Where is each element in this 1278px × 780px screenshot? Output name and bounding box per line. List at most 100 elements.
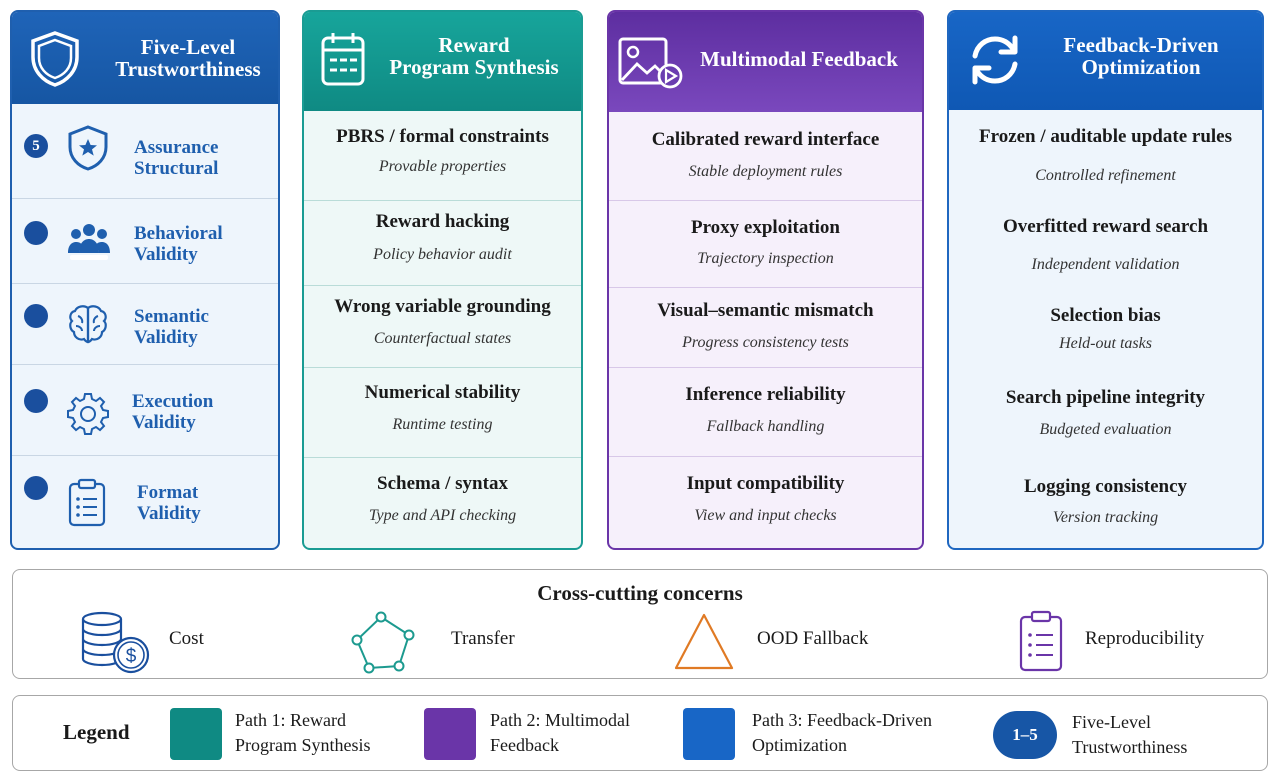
risk-row: Overfitted reward search Independent val… [949, 216, 1262, 296]
risk-title: PBRS / formal constraints [336, 126, 549, 147]
risk-title: Calibrated reward interface [651, 129, 880, 150]
svg-text:$: $ [126, 646, 137, 667]
cost-label: Cost [169, 628, 204, 649]
check-label: Controlled refinement [1035, 167, 1176, 184]
check-label: Independent validation [1031, 256, 1180, 273]
clipboard-list-icon [66, 478, 108, 533]
check-label: Version tracking [1052, 509, 1159, 526]
gear-icon [66, 391, 110, 440]
legend-swatch-path3 [683, 708, 735, 760]
image-video-icon [617, 36, 683, 95]
legend-label-path2: Path 2: Multimodal Feedback [490, 710, 631, 756]
levels-column: Five-Level Trustworthiness 5 Assurance S… [10, 10, 280, 550]
clipboard-list-icon [1017, 610, 1065, 677]
level-range-badge: 1–5 [993, 711, 1057, 759]
risk-row: Inference reliability Fallback handling [609, 367, 922, 456]
risk-row: Schema / syntax Type and API checking [304, 457, 581, 548]
legend-label-path3: Path 3: Feedback-Driven Optimization [752, 710, 932, 756]
legend-label-path1: Path 1: Reward Program Synthesis [235, 710, 371, 756]
check-label: Type and API checking [368, 507, 517, 524]
risk-row: Frozen / auditable update rules Controll… [949, 126, 1262, 206]
risk-title: Visual–semantic mismatch [657, 300, 874, 321]
legend-title: Legend [63, 720, 130, 744]
risk-row: Logging consistency Version tracking [949, 476, 1262, 548]
check-label: Held-out tasks [1059, 335, 1152, 352]
level-name: Assurance Structural [134, 137, 219, 180]
calendar-icon [320, 30, 366, 93]
risk-row: Wrong variable grounding Counterfactual … [304, 285, 581, 367]
pentagon-network-icon [351, 610, 417, 681]
risk-row: Selection bias Held-out tasks [949, 305, 1262, 385]
check-label: Provable properties [378, 158, 507, 175]
level-row: Semantic Validity [12, 283, 278, 364]
risk-title: Reward hacking [375, 211, 510, 232]
risk-title: Inference reliability [685, 384, 846, 405]
cross-cutting-title: Cross-cutting concerns [537, 581, 743, 605]
level-row: Behavioral Validity [12, 198, 278, 283]
risk-title: Search pipeline integrity [1005, 387, 1206, 408]
risk-title: Input compatibility [686, 473, 845, 494]
feedback-title: Feedback-Driven Optimization [1063, 33, 1219, 80]
check-label: Progress consistency tests [682, 334, 849, 351]
refresh-icon [965, 30, 1025, 95]
shield-icon [28, 30, 82, 93]
risk-title: Frozen / auditable update rules [979, 126, 1232, 147]
shield-star-icon [66, 124, 110, 177]
multimodal-column: Multimodal Feedback Calibrated reward in… [607, 10, 924, 550]
check-label: Policy behavior audit [373, 246, 512, 263]
risk-title: Selection bias [1050, 305, 1161, 326]
level-row: Format Validity [12, 455, 278, 548]
level-badge [24, 476, 48, 500]
triangle-icon [673, 612, 735, 675]
level-badge [24, 221, 48, 245]
check-label: Budgeted evaluation [1039, 421, 1172, 438]
brain-icon [66, 302, 110, 351]
check-label: Trajectory inspection [697, 250, 834, 267]
risk-row: Visual–semantic mismatch Progress consis… [609, 287, 922, 367]
level-badge [24, 304, 48, 328]
levels-header: Five-Level Trustworthiness [12, 12, 278, 104]
level-badge: 5 [24, 134, 48, 158]
level-row: 5 Assurance Structural [12, 104, 278, 198]
level-name: Format Validity [137, 482, 201, 525]
risk-row: Calibrated reward interface Stable deplo… [609, 112, 922, 200]
reproducibility-label: Reproducibility [1085, 628, 1205, 649]
check-label: Counterfactual states [373, 330, 512, 347]
legend-label-levels: Five-Level Trustworthiness [1072, 712, 1188, 758]
risk-row: Input compatibility View and input check… [609, 456, 922, 548]
check-label: Runtime testing [392, 416, 493, 433]
risk-row: Search pipeline integrity Budgeted evalu… [949, 387, 1262, 467]
risk-row: Proxy exploitation Trajectory inspection [609, 200, 922, 287]
risk-row: Reward hacking Policy behavior audit [304, 200, 581, 285]
reward-header: Reward Program Synthesis [304, 12, 581, 111]
check-label: Stable deployment rules [688, 163, 843, 180]
level-name: Behavioral Validity [134, 223, 223, 266]
check-label: View and input checks [694, 507, 837, 524]
cross-cutting-panel: Cross-cutting concerns $ Cost Transfer O… [12, 569, 1268, 679]
risk-row: PBRS / formal constraints Provable prope… [304, 111, 581, 200]
legend-swatch-path2 [424, 708, 476, 760]
risk-title: Wrong variable grounding [334, 296, 551, 317]
risk-title: Logging consistency [1023, 476, 1188, 497]
reward-column: Reward Program Synthesis PBRS / formal c… [302, 10, 583, 550]
level-name: Execution Validity [132, 391, 214, 434]
multimodal-title: Multimodal Feedback [700, 47, 898, 71]
risk-title: Schema / syntax [377, 473, 508, 494]
legend-swatch-path1 [170, 708, 222, 760]
feedback-header: Feedback-Driven Optimization [949, 12, 1262, 110]
ood-fallback-label: OOD Fallback [757, 628, 869, 649]
reward-title: Reward Program Synthesis [389, 33, 559, 80]
people-icon [66, 217, 112, 268]
risk-title: Overfitted reward search [1002, 216, 1209, 237]
risk-row: Numerical stability Runtime testing [304, 367, 581, 457]
legend-panel: Legend Path 1: Reward Program Synthesis … [12, 695, 1268, 771]
risk-title: Numerical stability [364, 382, 521, 403]
level-row: Execution Validity [12, 364, 278, 455]
check-label: Fallback handling [706, 418, 825, 435]
coins-dollar-icon: $ [79, 610, 153, 679]
level-name: Semantic Validity [134, 306, 209, 349]
multimodal-header: Multimodal Feedback [609, 12, 922, 112]
risk-title: Proxy exploitation [690, 217, 840, 238]
levels-title: Five-Level Trustworthiness [115, 35, 261, 82]
feedback-column: Feedback-Driven Optimization Frozen / au… [947, 10, 1264, 550]
